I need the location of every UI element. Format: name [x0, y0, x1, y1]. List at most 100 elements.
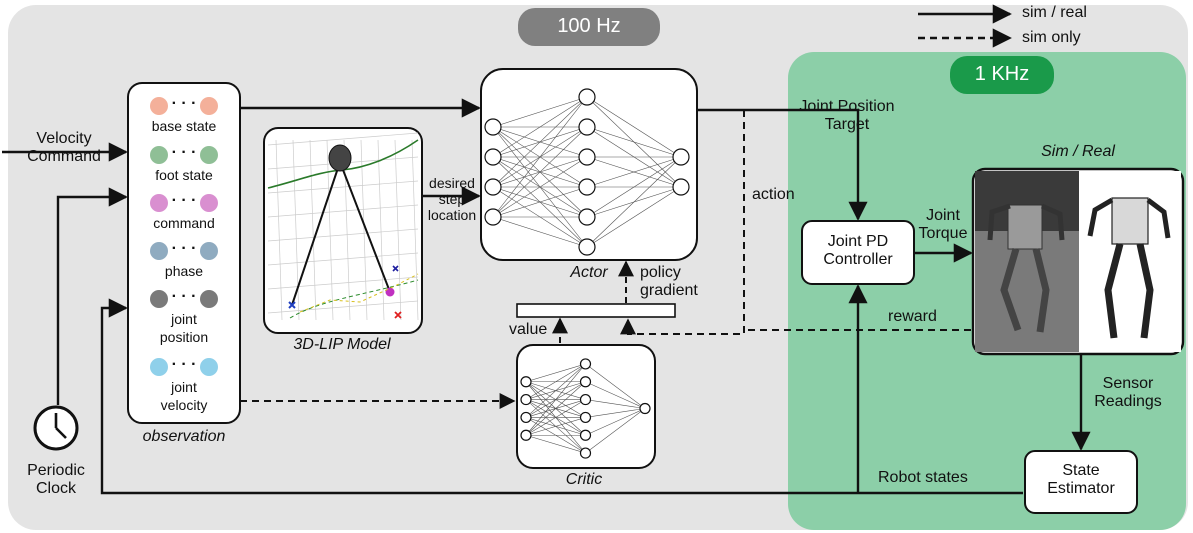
observation-dot-right	[200, 242, 218, 260]
actor-caption: Actor	[570, 264, 608, 281]
observation-ellipsis: · · ·	[171, 240, 197, 257]
clock-icon	[33, 405, 79, 451]
network-node	[578, 238, 596, 256]
network-node	[578, 118, 596, 136]
network-node	[579, 411, 592, 424]
network-node	[520, 393, 532, 406]
grid-line	[360, 139, 368, 321]
grid-line	[275, 139, 283, 321]
network-edge	[586, 156, 682, 218]
network-node	[639, 402, 651, 415]
network-node	[579, 393, 592, 406]
grid-line	[394, 139, 402, 321]
observation-ellipsis: · · ·	[171, 356, 197, 373]
observation-dot-left	[150, 146, 168, 164]
lip-model-plot	[267, 132, 419, 321]
value-label: value	[509, 321, 548, 338]
action-label: action	[752, 186, 795, 203]
sim-robot-torso	[1007, 204, 1043, 250]
observation-item-label: foot state	[155, 167, 213, 183]
real-robot-legs	[1104, 243, 1154, 339]
observation-dot-left	[150, 97, 168, 115]
network-edge	[492, 96, 588, 188]
network-edge	[586, 156, 682, 248]
observation-box	[127, 82, 241, 424]
lip-model-caption: 3D-LIP Model	[293, 336, 391, 353]
reward-label: reward	[888, 308, 937, 325]
network-node	[578, 178, 596, 196]
network-edge	[525, 381, 586, 436]
grid-line	[267, 228, 419, 242]
network-node	[484, 148, 502, 166]
robot-image	[975, 171, 1181, 352]
network-node	[484, 208, 502, 226]
observation-ellipsis: · · ·	[171, 288, 197, 305]
observation-ellipsis: · · ·	[171, 95, 197, 112]
rate-pill-100hz	[518, 8, 660, 46]
network-edge	[586, 126, 682, 158]
network-edge	[585, 399, 646, 409]
step-marker-red	[394, 311, 402, 319]
legend-solid-label: sim / real	[1022, 4, 1087, 21]
network-edge	[586, 156, 682, 188]
sim-robot-legs	[1000, 248, 1050, 333]
network-edge	[586, 186, 682, 248]
foot-point	[385, 287, 395, 297]
observation-item-label: base state	[151, 118, 217, 134]
network-node	[579, 447, 592, 459]
network-edge	[525, 399, 586, 436]
network-node	[672, 178, 690, 196]
grid-line	[267, 180, 419, 194]
leg-right	[339, 161, 391, 293]
observation-ellipsis: · · ·	[171, 192, 197, 209]
network-node	[520, 429, 532, 441]
network-node	[579, 376, 592, 388]
observation-dot-right	[200, 146, 218, 164]
observation-item-label: phase	[164, 263, 204, 279]
network-edge	[585, 408, 646, 454]
step-marker-navy	[392, 265, 399, 272]
grid-line	[309, 139, 317, 321]
grid-line	[267, 276, 419, 290]
network-edge	[492, 96, 588, 158]
network-node	[578, 88, 596, 106]
com-mass	[328, 144, 352, 172]
observation-dot-left	[150, 290, 168, 308]
network-edge	[525, 417, 586, 436]
grid-line	[411, 139, 419, 321]
grid-line	[377, 139, 385, 321]
real-robot-arms	[1087, 197, 1171, 239]
actor-network	[484, 88, 690, 256]
observation-dot-left	[150, 242, 168, 260]
network-node	[578, 148, 596, 166]
network-edge	[492, 186, 588, 218]
grid-line	[267, 252, 419, 266]
observation-dot-left	[150, 194, 168, 212]
network-edge	[492, 156, 588, 218]
legend-dashed-label: sim only	[1022, 29, 1081, 46]
network-edge	[492, 96, 588, 128]
network-edge	[586, 96, 682, 158]
observation-dot-right	[200, 290, 218, 308]
network-node	[520, 376, 532, 388]
observation-dot-right	[200, 97, 218, 115]
network-edge	[492, 96, 588, 218]
critic-caption: Critic	[565, 471, 603, 488]
grid-line	[267, 132, 419, 146]
observation-caption: observation	[142, 428, 226, 445]
step-marker-blue	[288, 301, 296, 309]
footstep-trace	[289, 279, 419, 319]
action-branch-dashed	[620, 110, 745, 335]
network-edge	[585, 381, 646, 409]
robot-states-arrow	[100, 298, 1023, 495]
rate-1khz-label: 1 KHz	[974, 63, 1030, 85]
network-edge	[585, 408, 646, 418]
grid-line	[326, 139, 334, 321]
real-robot-torso	[1111, 197, 1149, 245]
